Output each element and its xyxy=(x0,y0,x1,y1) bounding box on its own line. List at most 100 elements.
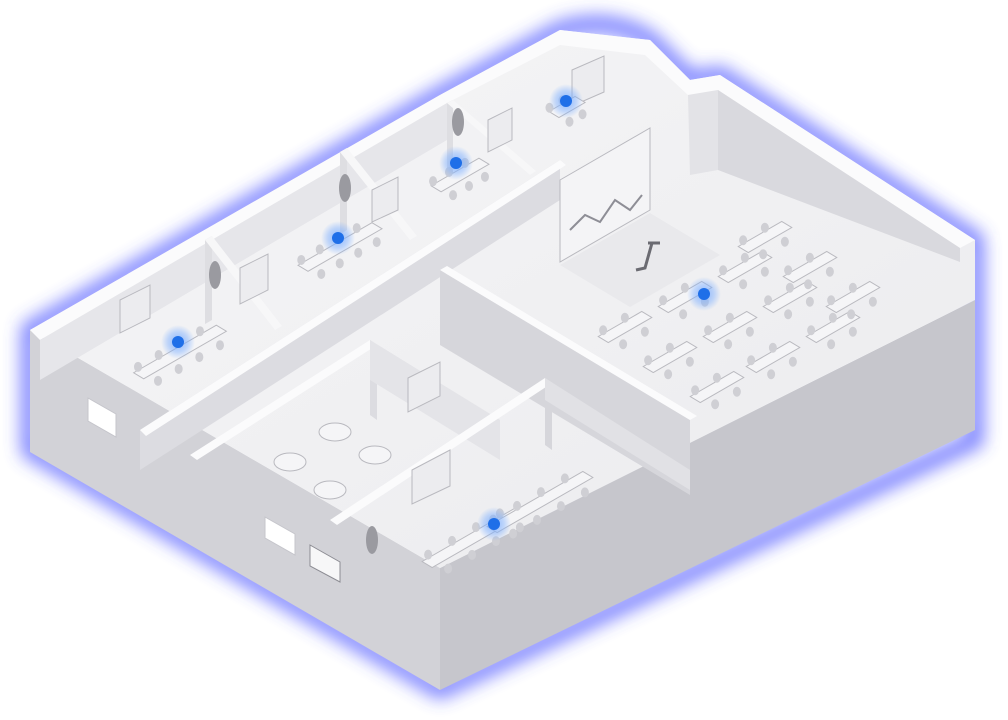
chair xyxy=(354,247,363,258)
chair xyxy=(640,326,649,337)
chair xyxy=(335,258,344,269)
chair xyxy=(513,500,522,511)
chair xyxy=(679,309,688,320)
chair xyxy=(215,340,224,351)
chair xyxy=(764,295,773,306)
chair xyxy=(317,268,326,279)
chair xyxy=(847,309,856,320)
room-sensor-icon[interactable] xyxy=(321,221,355,255)
chair xyxy=(724,339,733,350)
training-desk xyxy=(745,340,801,380)
chair xyxy=(745,326,754,337)
room-sensor-icon[interactable] xyxy=(161,325,195,359)
interior-walls xyxy=(140,100,697,525)
room-sensor-icon[interactable] xyxy=(687,277,721,311)
chair xyxy=(664,369,673,380)
chair xyxy=(578,109,587,120)
room-sensor-icon[interactable] xyxy=(549,84,583,118)
chair xyxy=(536,487,545,498)
training-desk xyxy=(702,310,758,350)
chair xyxy=(468,549,477,560)
chair xyxy=(780,236,789,247)
chair xyxy=(784,265,793,276)
chair xyxy=(767,369,776,380)
chair xyxy=(788,356,797,367)
chair xyxy=(725,312,734,323)
chair xyxy=(556,501,565,512)
cafe-table xyxy=(273,452,307,472)
plants xyxy=(209,108,464,554)
room-sensor-icon[interactable] xyxy=(439,146,473,180)
chair xyxy=(740,252,749,263)
chair xyxy=(195,352,204,363)
training-room-display xyxy=(559,127,720,307)
chair xyxy=(195,326,204,337)
training-desk xyxy=(642,340,698,380)
chair xyxy=(599,325,608,336)
chair xyxy=(848,326,857,337)
sensor-markers xyxy=(161,84,721,541)
chair xyxy=(297,254,306,265)
chair xyxy=(719,265,728,276)
training-desk xyxy=(737,220,793,260)
chair xyxy=(372,237,381,248)
training-desk xyxy=(825,280,881,320)
chair xyxy=(665,342,674,353)
chair xyxy=(768,342,777,353)
chair xyxy=(424,549,433,560)
chair xyxy=(509,528,518,539)
chair xyxy=(154,375,163,386)
chair xyxy=(619,339,628,350)
chair xyxy=(805,296,814,307)
training-desk xyxy=(762,280,818,320)
chair xyxy=(739,279,748,290)
chair xyxy=(465,181,473,191)
chair xyxy=(448,535,457,546)
chair xyxy=(785,282,794,293)
training-desk xyxy=(689,370,745,410)
room-sensor-icon[interactable] xyxy=(477,507,511,541)
chair xyxy=(760,266,769,277)
chair xyxy=(174,363,183,374)
chair xyxy=(560,473,569,484)
training-desk xyxy=(597,310,653,350)
chair xyxy=(747,355,756,366)
cafe-table xyxy=(318,422,352,442)
chair xyxy=(825,266,834,277)
chair xyxy=(739,235,748,246)
chair xyxy=(644,355,653,366)
chair xyxy=(827,339,836,350)
chair xyxy=(685,356,694,367)
project-room-table-back xyxy=(486,470,594,539)
chair xyxy=(827,295,836,306)
chair xyxy=(828,312,837,323)
chair xyxy=(868,296,877,307)
cafe-table xyxy=(313,480,347,500)
chair xyxy=(712,372,721,383)
chair xyxy=(352,223,361,234)
chair xyxy=(704,325,713,336)
chair xyxy=(620,312,629,323)
facade-windows xyxy=(87,397,341,583)
chair xyxy=(315,244,324,255)
chair xyxy=(804,279,813,290)
chair xyxy=(480,171,489,182)
chair xyxy=(580,487,589,498)
chair xyxy=(565,116,574,127)
chair xyxy=(515,522,524,533)
chair xyxy=(760,222,769,233)
chair xyxy=(784,309,793,320)
chair xyxy=(533,514,542,525)
chair xyxy=(659,295,668,306)
chair xyxy=(711,399,720,410)
chair xyxy=(680,282,689,293)
chair xyxy=(848,282,857,293)
cafe-table xyxy=(358,445,392,465)
training-desk xyxy=(805,310,861,350)
chair xyxy=(807,325,816,336)
chair xyxy=(759,249,768,260)
chair xyxy=(444,563,453,574)
chair xyxy=(134,361,143,372)
training-desk xyxy=(717,250,773,290)
